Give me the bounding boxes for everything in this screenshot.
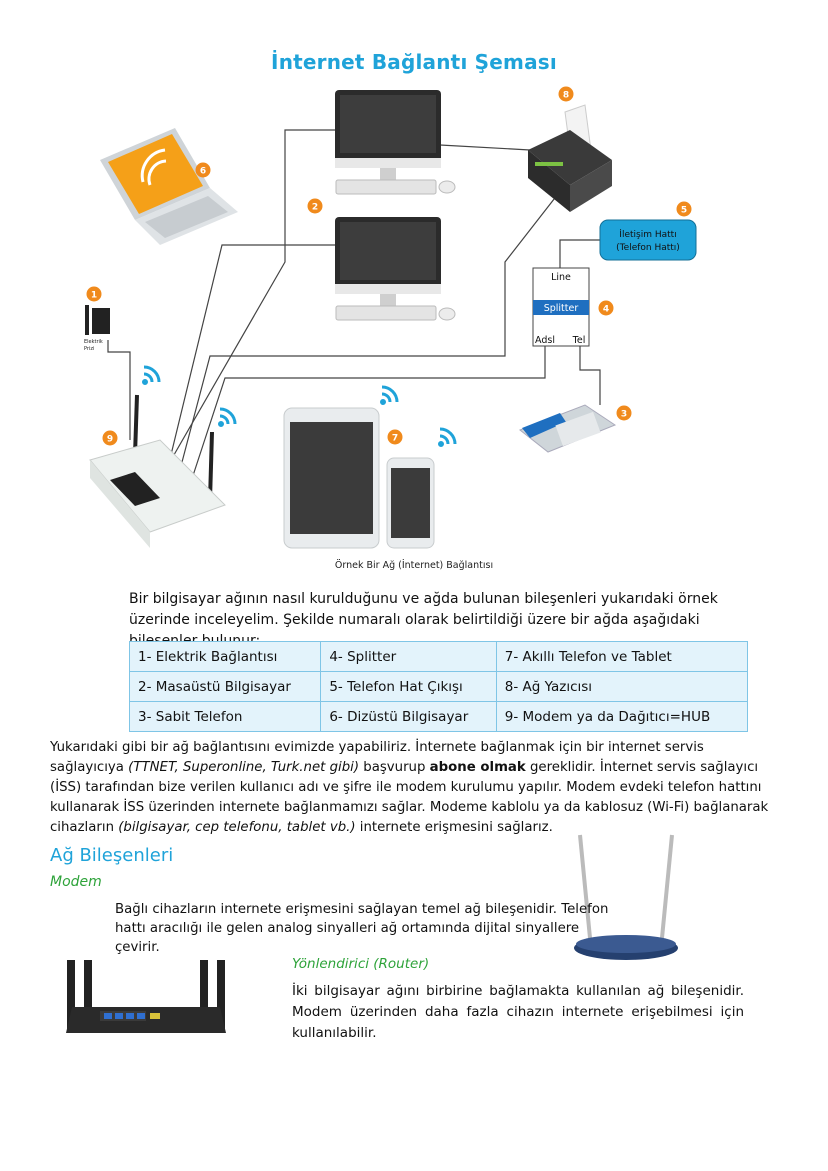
network-diagram: İletişim Hattı (Telefon Hattı) Line Spli… — [84, 86, 697, 549]
iletisim-line1: İletişim Hattı — [619, 229, 676, 240]
table-cell: 9- Modem ya da Dağıtıcı=HUB — [495, 701, 749, 732]
splitter-tel-label: Tel — [572, 335, 586, 346]
cable-printer-modem — [171, 184, 566, 501]
cable-power — [107, 340, 131, 440]
power-socket: Elektrik Prizi — [84, 305, 110, 352]
badge-4: 4 — [598, 300, 614, 316]
network-printer — [528, 104, 612, 212]
table-cell: 8- Ağ Yazıcısı — [495, 671, 749, 702]
badge-3: 3 — [616, 405, 632, 421]
body-paragraph: Yukarıdaki gibi bir ağ bağlantısını evim… — [50, 738, 770, 838]
splitter-adsl-label: Adsl — [535, 335, 555, 346]
table-cell: 6- Dizüstü Bilgisayar — [320, 701, 497, 732]
splitter-line-label: Line — [551, 272, 571, 283]
svg-text:4: 4 — [603, 305, 609, 315]
cable-splitter-phone — [579, 345, 601, 405]
badge-6: 6 — [195, 162, 211, 178]
svg-text:3: 3 — [621, 410, 627, 420]
table-cell: 2- Masaüstü Bilgisayar — [128, 671, 322, 702]
svg-text:6: 6 — [200, 167, 206, 177]
table-cell: 5- Telefon Hat Çıkışı — [320, 671, 497, 702]
wifi-icon — [218, 407, 237, 427]
svg-text:9: 9 — [107, 435, 113, 445]
wifi-icon — [380, 385, 399, 405]
badge-9: 9 — [102, 430, 118, 446]
svg-text:1: 1 — [91, 291, 97, 301]
body-text: başvurup — [359, 760, 430, 775]
table-cell: 4- Splitter — [320, 641, 497, 672]
table-cell: 3- Sabit Telefon — [128, 701, 322, 732]
cable-line-splitter — [559, 239, 600, 268]
iletisim-line2: (Telefon Hattı) — [616, 243, 680, 253]
cable-desktop1-modem — [147, 129, 335, 501]
table-cell: 1- Elektrik Bağlantısı — [128, 641, 322, 672]
router-heading: Yönlendirici (Router) — [292, 956, 430, 972]
page-title: İnternet Bağlantı Şeması — [271, 50, 557, 74]
cable-splitter-modem — [184, 345, 546, 501]
svg-text:5: 5 — [681, 206, 687, 216]
elektrik-label: Elektrik — [84, 339, 103, 345]
components-table: 1- Elektrik Bağlantısı 4- Splitter 7- Ak… — [128, 641, 749, 732]
section-heading: Ağ Bileşenleri — [50, 845, 174, 866]
tablet — [283, 407, 380, 549]
cable-desktop1-printer — [439, 144, 531, 151]
badge-5: 5 — [676, 201, 692, 217]
modem-heading: Modem — [50, 874, 102, 890]
smartphone — [386, 457, 435, 549]
svg-text:8: 8 — [563, 91, 569, 101]
badge-8: 8 — [558, 86, 574, 102]
prizi-label: Prizi — [84, 346, 94, 352]
router-description: İki bilgisayar ağını birbirine bağlamakt… — [292, 983, 744, 1041]
splitter-label: Splitter — [544, 303, 579, 314]
table-row: 3- Sabit Telefon 6- Dizüstü Bilgisayar 9… — [128, 701, 749, 732]
cables — [107, 129, 601, 501]
cable-desktop2-modem — [159, 244, 335, 501]
table-row: 2- Masaüstü Bilgisayar 5- Telefon Hat Çı… — [128, 671, 749, 702]
svg-text:2: 2 — [312, 203, 318, 213]
wifi-icon — [142, 365, 161, 385]
landline-phone — [518, 404, 617, 453]
body-text: gereklidir. İnternet servis sağlayıcı (İ… — [50, 760, 769, 835]
body-bold: abone olmak — [429, 760, 526, 775]
desktop-computer-2 — [335, 217, 456, 321]
modem-description: Bağlı cihazların internete erişmesini sa… — [115, 902, 609, 955]
telephone-line-outlet: İletişim Hattı (Telefon Hattı) — [599, 219, 697, 261]
wifi-icons — [142, 365, 457, 447]
desktop-computer-1 — [335, 90, 456, 195]
svg-text:7: 7 — [392, 434, 398, 444]
body-italic-devices: (bilgisayar, cep telefonu, tablet vb.) — [118, 820, 356, 835]
intro-paragraph: Bir bilgisayar ağının nasıl kurulduğunu … — [129, 591, 718, 649]
badge-1: 1 — [86, 286, 102, 302]
modem-image — [574, 834, 678, 960]
laptop — [100, 128, 238, 245]
body-text: internete erişmesini sağlarız. — [355, 820, 553, 835]
body-italic-isp: (TTNET, Superonline, Turk.net gibi) — [128, 760, 360, 775]
table-cell: 7- Akıllı Telefon ve Tablet — [495, 641, 749, 672]
modem-hub — [89, 394, 226, 548]
wifi-icon — [438, 427, 457, 447]
router-image — [66, 960, 226, 1033]
splitter: Line Splitter Adsl Tel — [532, 267, 590, 347]
badge-2: 2 — [307, 198, 323, 214]
body-text: Yukarıdaki gibi bir ağ bağlantısını evim… — [50, 740, 704, 775]
table-row: 1- Elektrik Bağlantısı 4- Splitter 7- Ak… — [128, 641, 749, 672]
diagram-caption: Örnek Bir Ağ (İnternet) Bağlantısı — [334, 560, 494, 571]
badge-7: 7 — [387, 429, 403, 445]
